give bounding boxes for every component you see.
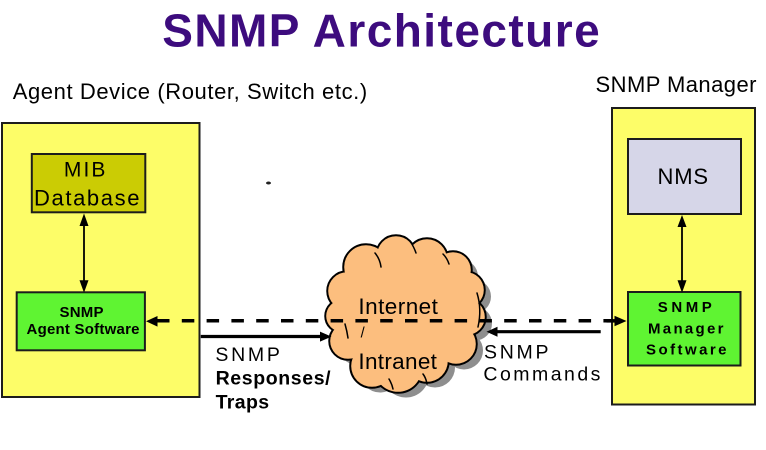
svg-text:Software: Software (646, 342, 727, 359)
svg-text:Traps: Traps (216, 392, 270, 414)
svg-text:MIB: MIB (64, 158, 106, 181)
svg-text:Intranet: Intranet (358, 349, 437, 374)
svg-text:SNMP Manager: SNMP Manager (596, 72, 757, 97)
svg-text:Commands: Commands (483, 363, 600, 385)
svg-text:Agent Software: Agent Software (27, 321, 140, 338)
svg-text:SNMP: SNMP (60, 304, 104, 321)
svg-text:/: / (361, 326, 366, 342)
svg-text:Internet: Internet (358, 294, 438, 319)
svg-text:Manager: Manager (648, 320, 724, 337)
svg-text:SNMP: SNMP (484, 341, 549, 363)
svg-text:SNMP Architecture: SNMP Architecture (162, 4, 600, 56)
svg-text:SNMP: SNMP (658, 299, 712, 316)
svg-text:Database: Database (34, 186, 140, 211)
svg-text:Agent Device (Router, Switch e: Agent Device (Router, Switch etc.) (13, 79, 368, 104)
svg-text:SNMP: SNMP (215, 344, 280, 366)
svg-text:NMS: NMS (658, 164, 709, 189)
svg-text:Responses/: Responses/ (216, 367, 332, 389)
